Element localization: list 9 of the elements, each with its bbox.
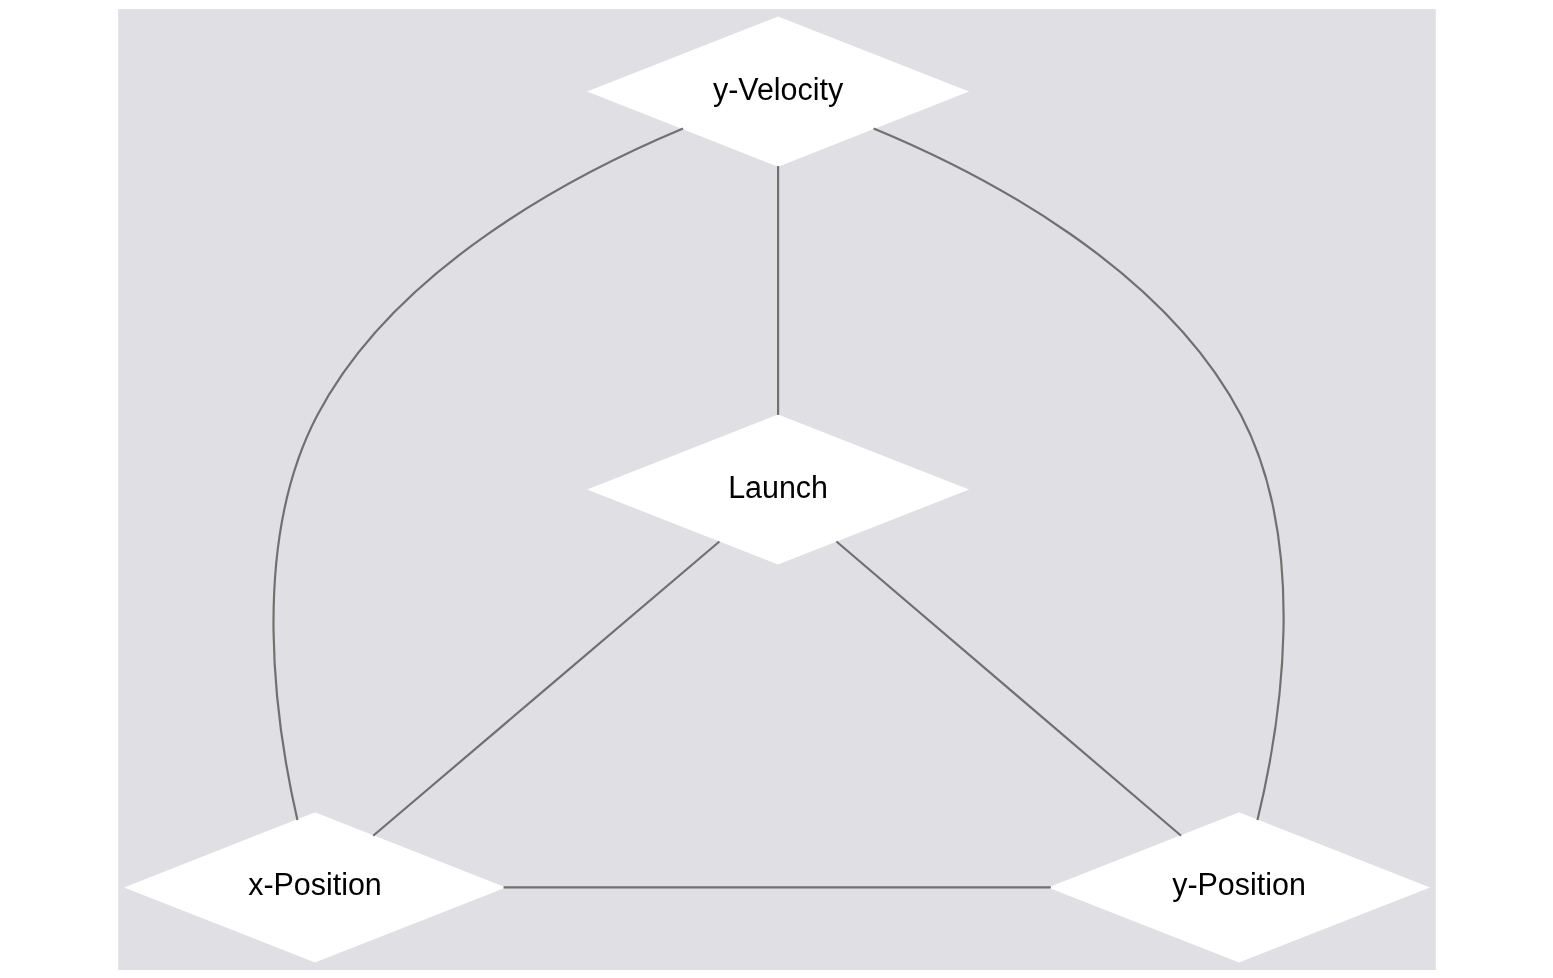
node-diamond: x-Position bbox=[123, 811, 506, 962]
connector bbox=[872, 126, 1285, 820]
connector bbox=[371, 540, 720, 837]
node-diamond: y-Velocity bbox=[586, 16, 969, 167]
node-diamond: Launch bbox=[586, 413, 969, 565]
connector bbox=[776, 165, 779, 415]
connector bbox=[835, 540, 1182, 837]
connector bbox=[272, 127, 683, 820]
connector bbox=[503, 885, 1051, 888]
